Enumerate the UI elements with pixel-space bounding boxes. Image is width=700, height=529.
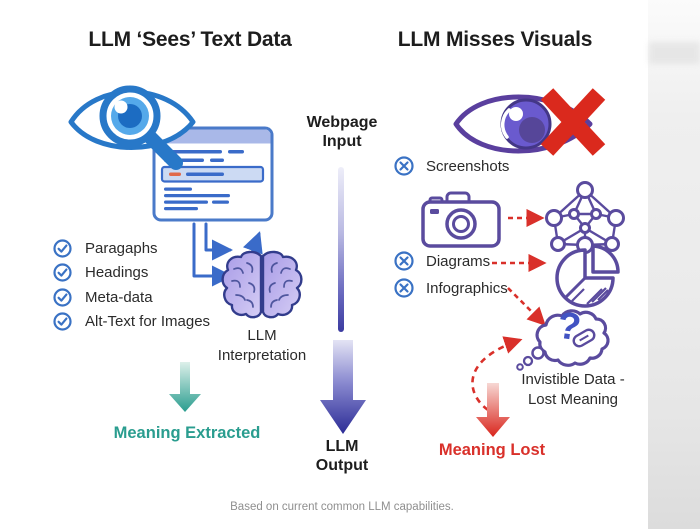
- right-gray-band: [648, 0, 700, 529]
- check-circle-icon: [53, 238, 72, 258]
- footer-caption: Based on current common LLM capabilities…: [230, 501, 454, 513]
- checklist-item: Paragaphs: [53, 238, 210, 258]
- checklist-item: Meta-data: [53, 287, 210, 307]
- dashed-arrow-icon: [508, 208, 545, 228]
- checklist-item: Headings: [53, 263, 210, 283]
- magnifier-handle: [143, 130, 183, 170]
- flow-line: [338, 167, 344, 332]
- checklist-item-label: Alt-Text for Images: [85, 313, 211, 330]
- pie-chart-icon: [555, 244, 620, 308]
- missed-item-label: Screenshots: [426, 157, 510, 175]
- dashed-arrow-icon: [492, 253, 547, 273]
- x-circle-icon: [394, 251, 414, 271]
- thought-bubble-icon: [516, 309, 610, 371]
- link-icon: [572, 328, 596, 348]
- x-circle-icon: [394, 278, 414, 298]
- missed-item: Infographics: [394, 278, 508, 298]
- bubble-tail-dot: [522, 355, 534, 367]
- right-title: LLM Misses Visuals: [397, 28, 593, 51]
- checklist-item-label: Meta-data: [85, 288, 153, 306]
- webpage-input-label: Webpage Input: [306, 114, 378, 150]
- meaning-lost-label: Meaning Lost: [438, 441, 546, 459]
- red-x-icon: [540, 88, 606, 156]
- check-circle-icon: [53, 287, 72, 307]
- brain-caption: LLM Interpretation: [217, 327, 307, 364]
- network-graph-icon: [545, 181, 625, 254]
- check-circle-icon: [53, 263, 72, 282]
- brain-icon: [221, 250, 303, 319]
- check-circle-icon: [53, 312, 72, 331]
- bubble-caption: Invistible Data - Lost Meaning: [521, 371, 625, 408]
- bubble-tail-dot: [516, 363, 524, 371]
- checklist-item-label: Paragaphs: [85, 239, 158, 257]
- meaning-extracted-label: Meaning Extracted: [113, 424, 261, 442]
- checklist-item-label: Headings: [85, 264, 149, 281]
- x-circle-icon: [394, 156, 414, 176]
- meaning-lost-arrow-icon: [476, 383, 510, 437]
- bubble-tail-dot: [531, 346, 545, 360]
- meaning-extracted-arrow-icon: [169, 362, 201, 412]
- checklist-item: Alt-Text for Images: [53, 312, 210, 332]
- curved-dashed-arrow-icon: [471, 336, 523, 412]
- eye-magnifier-icon: [68, 85, 196, 170]
- missed-item-label: Diagrams: [426, 252, 491, 270]
- missed-item-label: Infographics: [426, 279, 508, 297]
- llm-output-arrow-icon: [320, 340, 366, 434]
- camera-icon: [421, 191, 501, 248]
- left-title: LLM ‘Sees’ Text Data: [88, 28, 292, 51]
- missed-item: Screenshots: [394, 156, 509, 176]
- background-smudge: [649, 42, 700, 64]
- checklist: Paragaphs Headings Meta-data Alt-Text fo…: [53, 238, 210, 336]
- eye-crossed-icon: [453, 88, 606, 156]
- question-mark: ?: [554, 304, 584, 350]
- llm-output-label: LLM Output: [315, 438, 369, 474]
- missed-item: Diagrams: [394, 251, 490, 271]
